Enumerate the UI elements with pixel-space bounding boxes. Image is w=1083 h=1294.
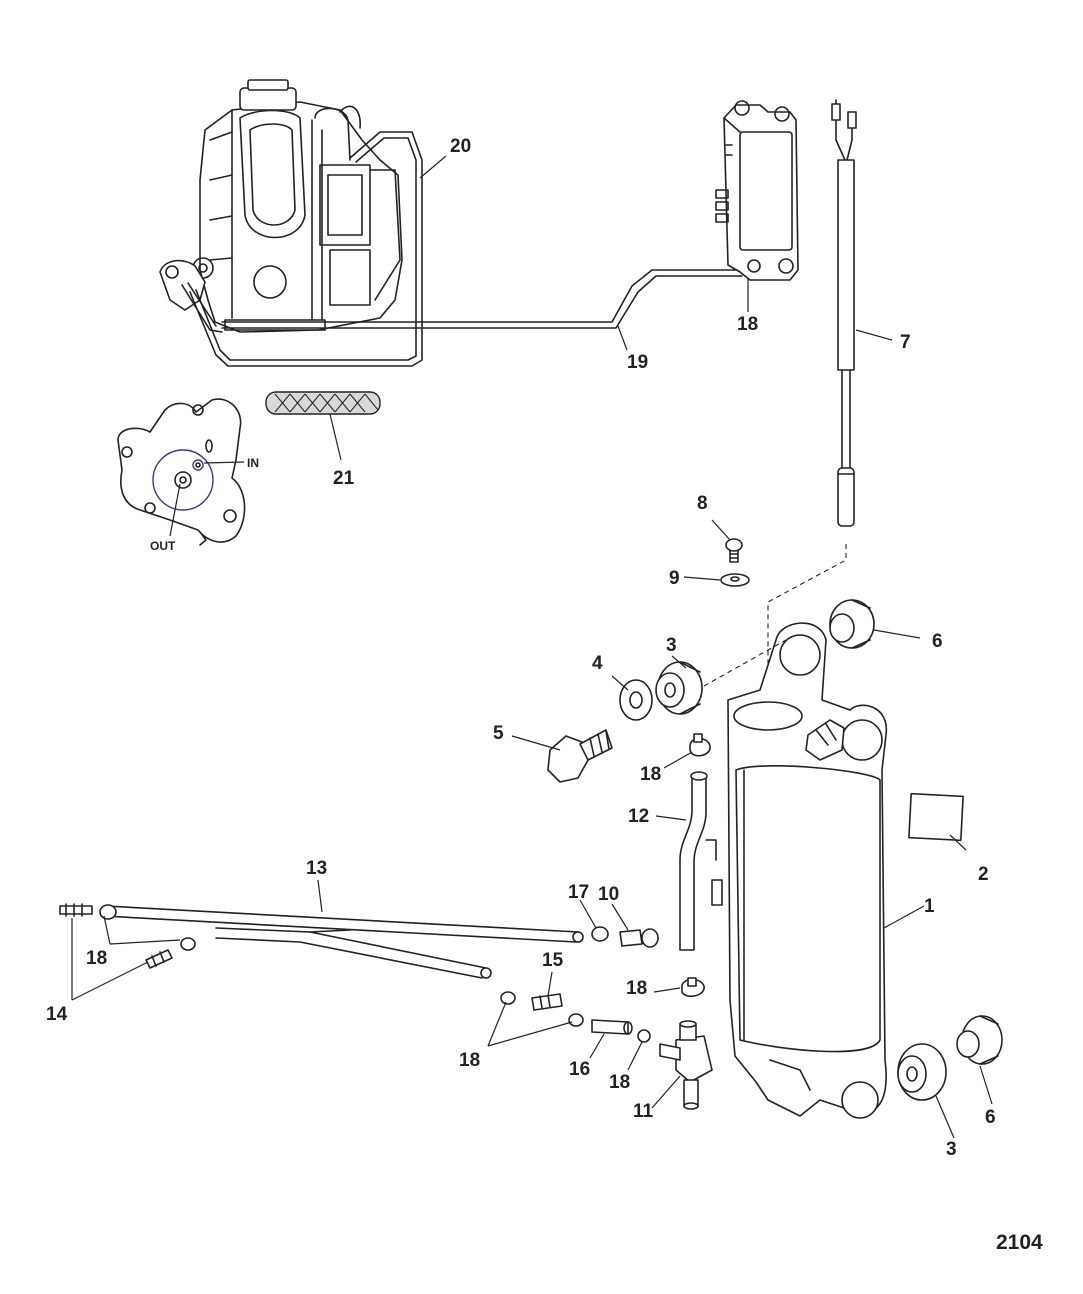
bolt-5	[547, 729, 613, 783]
callout-8: 8	[697, 493, 708, 514]
callout-17: 17	[568, 882, 589, 903]
fuel-pump-port-view	[117, 398, 246, 546]
washer-9	[720, 573, 750, 587]
callout-9: 9	[669, 568, 680, 589]
bushing-6-bottom	[956, 1015, 1003, 1065]
callout-4: 4	[592, 653, 603, 674]
callout-12: 12	[628, 806, 649, 827]
fitting-14-upper	[59, 903, 93, 917]
callout-16: 16	[569, 1059, 590, 1080]
callout-7: 7	[900, 332, 911, 353]
hose-16	[591, 1019, 633, 1035]
bushing-3-bottom	[897, 1043, 947, 1101]
electronic-module	[715, 100, 799, 281]
trim-cylinder-1	[705, 622, 887, 1119]
callout-18-left: 18	[86, 948, 107, 969]
callout-labels: 20 19 18 7 21 8 9 6 3 4 5 18 12 2 1 13 1…	[46, 136, 996, 1160]
clamp-18-mid-b	[568, 1013, 584, 1027]
callout-13: 13	[306, 858, 327, 879]
clamp-18-left-b	[180, 937, 196, 951]
clamp-18-lower	[681, 977, 705, 998]
clamp-18-mid-a	[500, 991, 516, 1005]
bushing-3-top	[655, 661, 703, 715]
clamp-18-left-a	[99, 904, 117, 920]
figure-number: 2104	[996, 1231, 1043, 1254]
sender-install-guide	[767, 544, 847, 690]
fitting-14-lower	[145, 949, 173, 969]
pump-in-label: IN	[247, 456, 259, 470]
callout-5: 5	[493, 723, 504, 744]
engine-powerhead	[159, 79, 403, 333]
clamp-17	[591, 926, 609, 942]
clamp-18-upper	[689, 733, 711, 757]
callout-19: 19	[627, 352, 648, 373]
callout-14: 14	[46, 1004, 68, 1025]
callout-3-bottom: 3	[946, 1139, 957, 1160]
callout-10: 10	[598, 884, 619, 905]
hose-19	[221, 269, 743, 323]
fitting-10	[619, 928, 659, 948]
screw-8	[725, 538, 743, 563]
trim-sender-7	[831, 99, 857, 527]
pump-out-label: OUT	[150, 539, 176, 553]
callout-21: 21	[333, 468, 355, 489]
callout-18-upper: 18	[640, 764, 661, 785]
callout-18-right: 18	[626, 978, 647, 999]
callout-2: 2	[978, 864, 989, 885]
callout-6-top: 6	[932, 631, 943, 652]
tee-fitting-11	[659, 1020, 713, 1110]
callout-3-top: 3	[666, 635, 677, 656]
callout-20: 20	[450, 136, 471, 157]
callout-6-bottom: 6	[985, 1107, 996, 1128]
callout-18-bottom: 18	[459, 1050, 480, 1071]
washer-4	[619, 679, 653, 721]
fitting-15	[531, 993, 563, 1011]
leader-lines	[71, 155, 993, 1139]
decal-2	[908, 792, 964, 842]
hose-sleeve-21	[265, 391, 381, 415]
hose-20	[189, 131, 423, 367]
callout-18-tee: 18	[609, 1072, 630, 1093]
callout-18-module: 18	[737, 314, 758, 335]
callout-11: 11	[633, 1101, 654, 1122]
callout-1: 1	[924, 896, 935, 917]
callout-15: 15	[542, 950, 564, 971]
clamp-18-right	[637, 1029, 651, 1043]
bushing-6-top	[829, 599, 875, 649]
hose-12	[679, 771, 708, 951]
hose-13	[103, 905, 584, 979]
